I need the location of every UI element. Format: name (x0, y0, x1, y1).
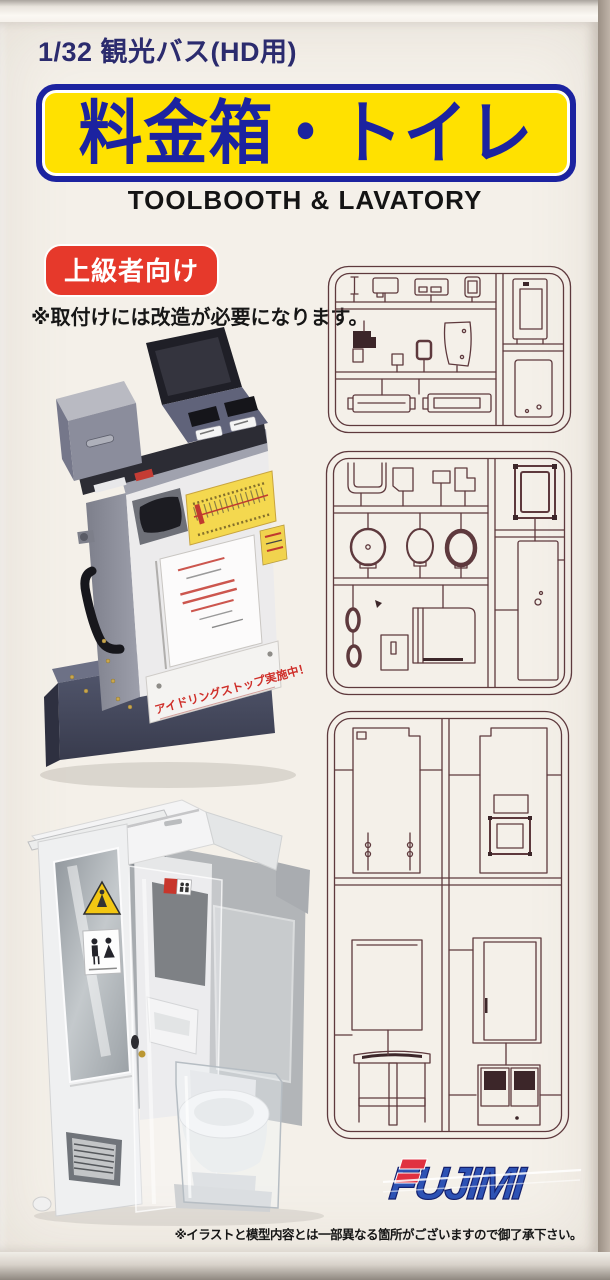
small-label (163, 878, 192, 896)
product-title: 料金箱・トイレ (78, 94, 534, 172)
notice-placard (155, 534, 263, 670)
rivets (69, 638, 133, 710)
toilet (174, 1070, 272, 1212)
skill-level-badge: 上級者向け (46, 246, 218, 295)
restroom-sign-icon (82, 928, 122, 976)
parts-sprue-diagram-3 (326, 710, 570, 1140)
scale-line: 1/32 観光バス(HD用) (38, 37, 298, 67)
title-banner: 料金箱・トイレ (36, 84, 576, 182)
farebox-handle (80, 566, 125, 654)
install-note: ※取付けには改造が必要になります。 (31, 307, 369, 329)
box-face: 1/32 観光バス(HD用) 料金箱・トイレ TOOLBOOTH & LAVAT… (0, 22, 598, 1252)
parts-sprue-diagram-2 (325, 450, 573, 696)
box-right-edge (598, 0, 610, 1280)
lavatory-photo-illustration (27, 799, 324, 1226)
disclaimer: ※イラストと模型内容とは一部異なる箇所がございますので御了承下さい。 (174, 1228, 583, 1242)
product-subtitle-en: TOOLBOOTH & LAVATORY (127, 185, 483, 215)
warning-triangle-icon (82, 880, 122, 915)
vent-grille (66, 1132, 122, 1186)
farebox-photo-illustration: アイドリングストップ実施中！ (40, 327, 311, 788)
parts-sprue-diagram-1 (327, 265, 572, 434)
deck-labels (195, 416, 257, 441)
fujimi-logo: FUJIMI (383, 1157, 582, 1210)
box-top-edge (0, 0, 610, 22)
side-sticker (259, 524, 288, 566)
fare-chart-sticker (185, 470, 277, 546)
door-lock (131, 1035, 139, 1049)
box-bottom-edge (0, 1252, 610, 1280)
